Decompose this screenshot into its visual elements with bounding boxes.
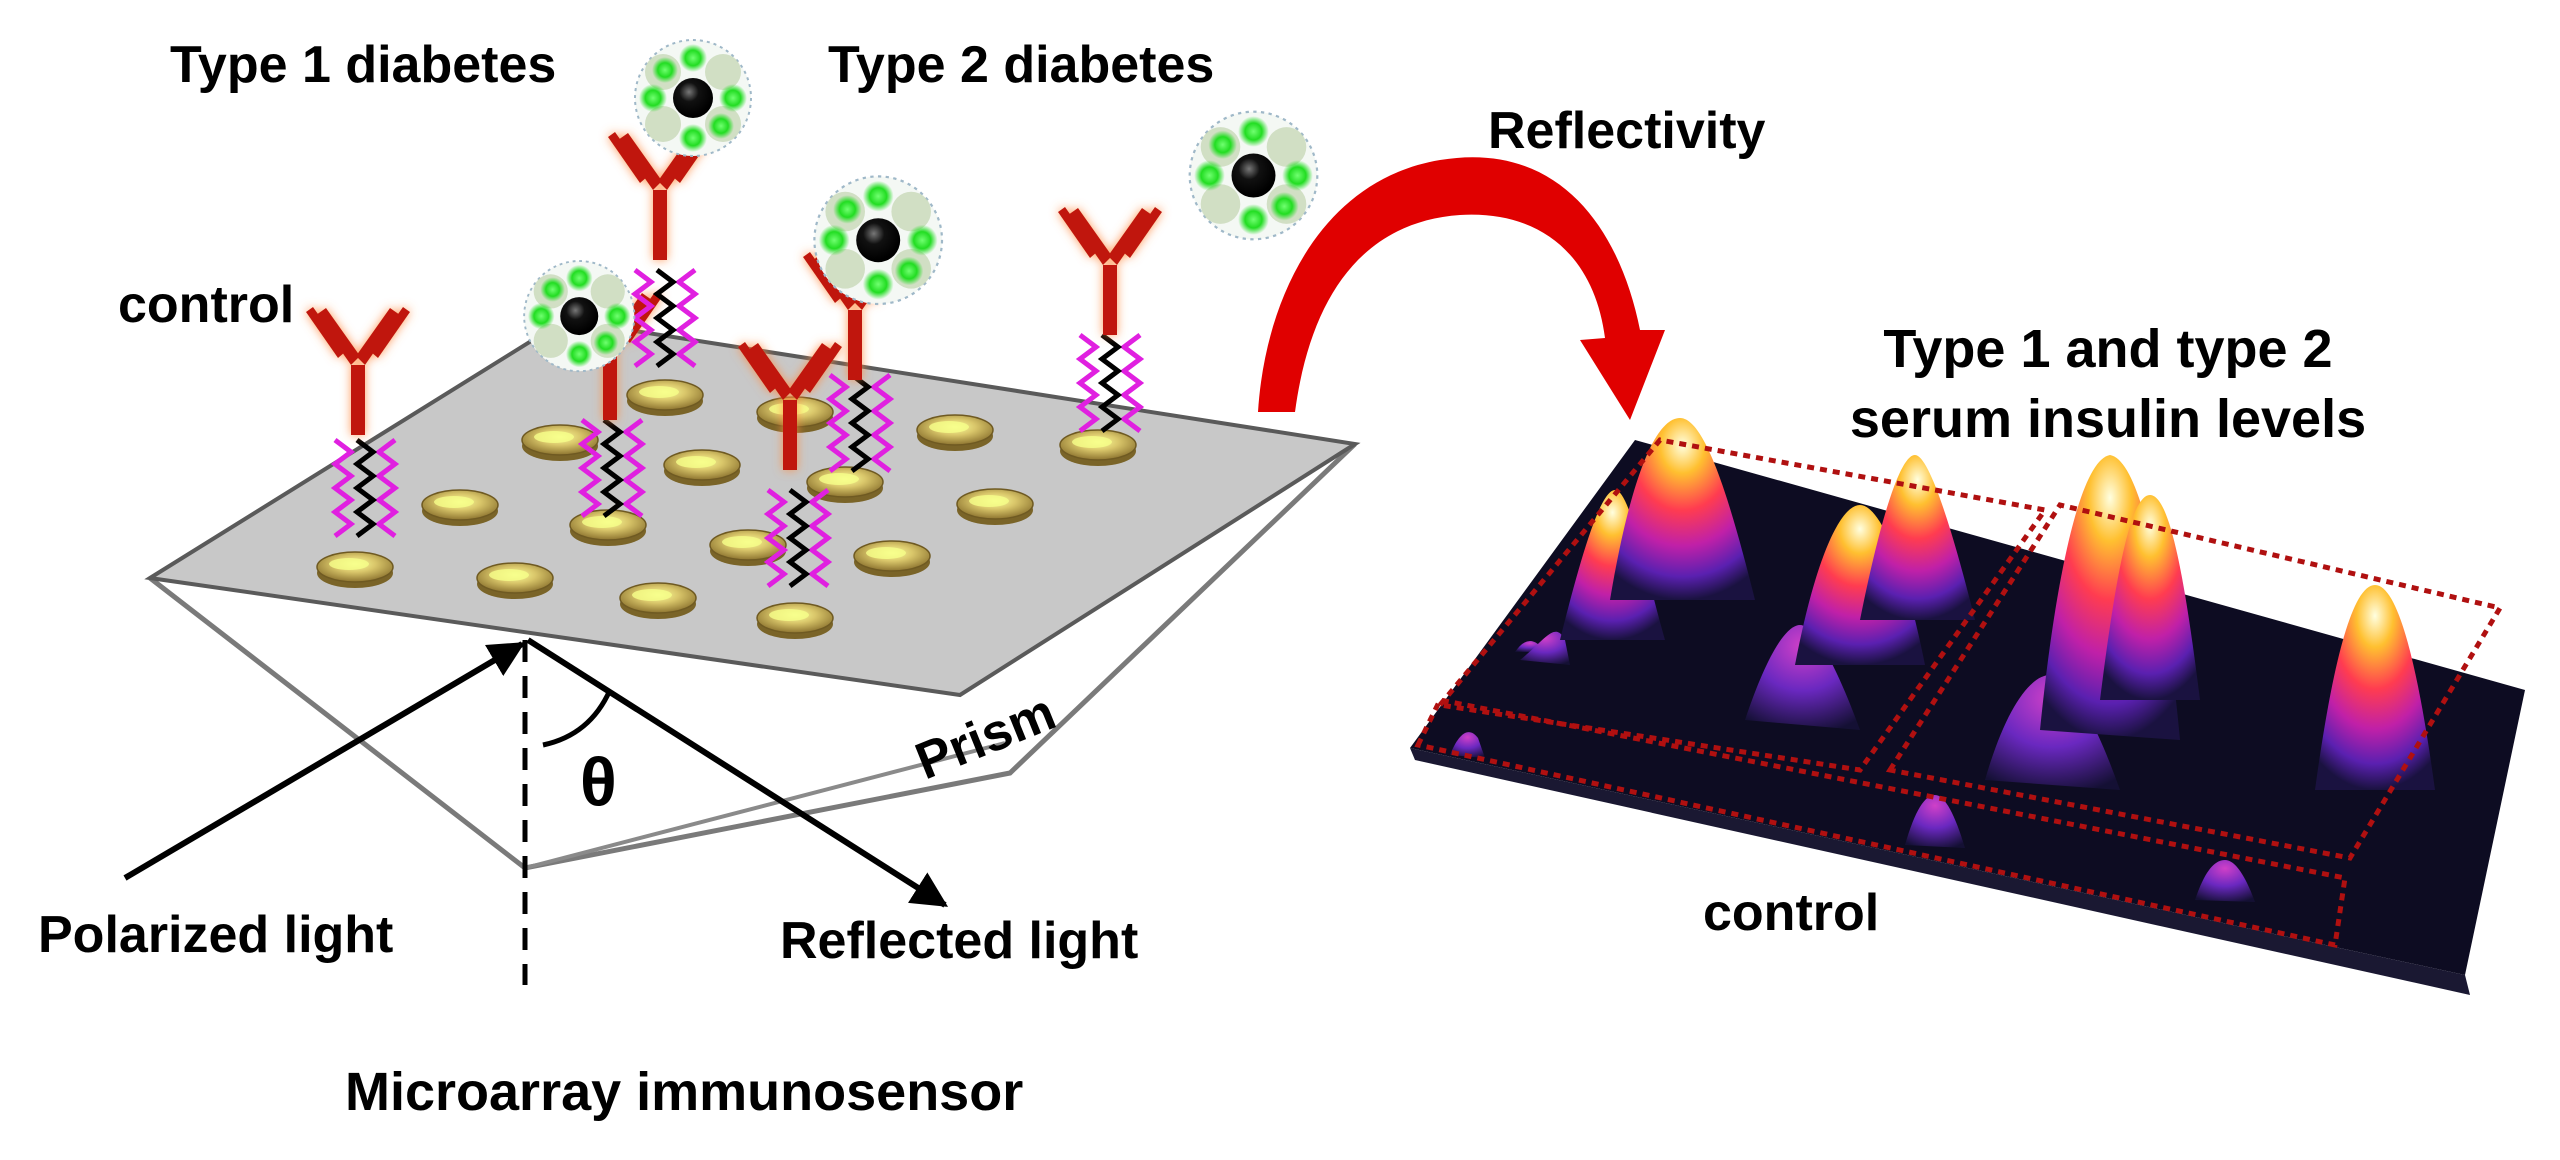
- insulin-levels-label-line2: serum insulin levels: [1850, 389, 2366, 449]
- peak: [1745, 625, 1860, 730]
- peak: [2195, 860, 2255, 902]
- insulin-complex-4: [1188, 110, 1319, 241]
- control-label-right: control: [1703, 884, 1879, 942]
- control-region-box: [1414, 697, 2348, 949]
- peak: [1560, 490, 1665, 640]
- reflectivity-label: Reflectivity: [1488, 102, 1766, 160]
- insulin-complex-3: [813, 175, 944, 306]
- antibody-6: [1058, 207, 1162, 431]
- theta-symbol: θ: [580, 744, 617, 820]
- peak: [1905, 795, 1965, 848]
- light-paths: [123, 637, 949, 985]
- insulin-complex-2: [523, 260, 636, 373]
- reflected-light-label: Reflected light: [780, 912, 1138, 970]
- type2-region-box: [1885, 502, 2504, 861]
- peak: [1520, 631, 1570, 665]
- peak: [1795, 505, 1925, 665]
- insulin-levels-label-line1: Type 1 and type 2: [1883, 319, 2332, 379]
- peak: [1985, 675, 2120, 790]
- type2-diabetes-label: Type 2 diabetes: [828, 36, 1214, 94]
- peak: [1860, 455, 1975, 620]
- control-label-left: control: [118, 276, 294, 334]
- insulin-complex-1: [634, 39, 752, 157]
- reflectivity-map: [1410, 418, 2525, 995]
- prism-label: Prism: [908, 683, 1064, 791]
- peak: [2315, 585, 2435, 790]
- sensor-chip-surface: [144, 317, 1361, 698]
- peak: [2100, 495, 2200, 700]
- reflectivity-arrow: [1258, 157, 1665, 420]
- figure-caption: Microarray immunosensor: [345, 1062, 1023, 1122]
- type1-diabetes-label: Type 1 diabetes: [170, 36, 556, 94]
- peak: [1610, 418, 1755, 600]
- type1-region-box: [1435, 437, 2050, 773]
- prism: [148, 442, 1357, 871]
- polarized-light-label: Polarized light: [38, 906, 393, 964]
